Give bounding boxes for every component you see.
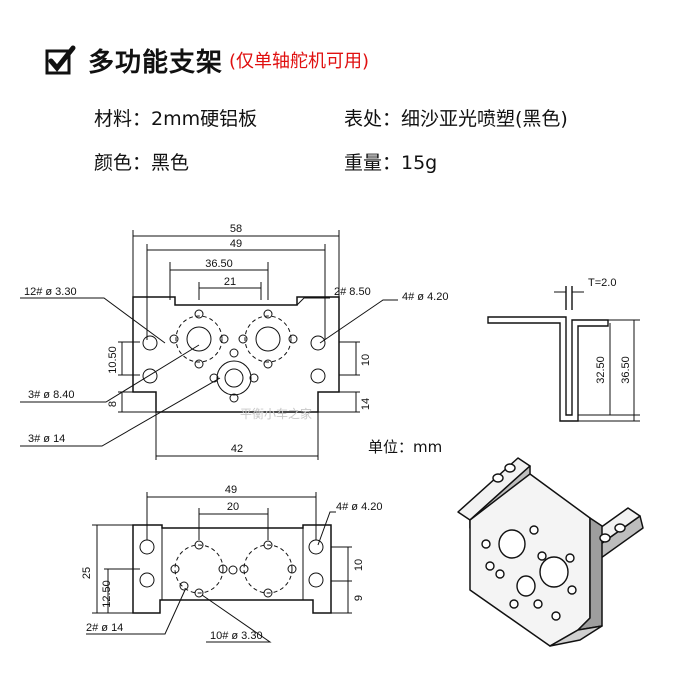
dim-8: 8	[107, 401, 119, 407]
hole-label-12: 12# ø 3.30	[24, 286, 77, 298]
thickness-label: T=2.0	[588, 277, 616, 289]
unit-label: 单位：mm	[368, 438, 443, 456]
dim-36-50: 36.50	[205, 258, 233, 270]
page-title: 多功能支架	[88, 47, 224, 78]
dim-58: 58	[230, 223, 242, 235]
hole-label-10-330: 10# ø 3.30	[210, 630, 263, 642]
dim-36-50-side: 36.50	[620, 356, 632, 384]
dim-49-bottom: 49	[225, 484, 237, 496]
dim-12-50: 12.50	[101, 580, 113, 608]
dim-25: 25	[81, 567, 93, 579]
dim-10-bottom: 10	[353, 559, 365, 571]
checkmark-icon	[44, 45, 76, 75]
spec-surface: 表处：细沙亚光喷塑(黑色)	[344, 108, 568, 130]
title-row: 多功能支架 (仅单轴舵机可用)	[44, 40, 369, 80]
dim-42: 42	[231, 443, 243, 455]
spec-color: 颜色：黑色	[94, 152, 190, 174]
hole-label-3-840: 3# ø 8.40	[28, 389, 74, 401]
hole-label-3-14: 3# ø 14	[28, 433, 65, 445]
hole-label-4-420-bottom: 4# ø 4.20	[336, 501, 382, 513]
bottom-view-drawing: 49 20 25 12.50 10 9 4# ø 4.20 2# ø 14 10…	[81, 484, 382, 643]
spec-weight: 重量：15g	[344, 152, 438, 174]
spec-material: 材料：2mm硬铝板	[94, 108, 258, 130]
dim-10: 10	[360, 354, 372, 366]
dim-20: 20	[227, 501, 239, 513]
dim-10-50: 10.50	[107, 346, 119, 374]
dim-14: 14	[360, 398, 372, 410]
bracket-3d-illustration	[457, 457, 644, 647]
side-view-drawing: T=2.0 32.50 36.50	[487, 277, 640, 422]
watermark-text: 平衡小车之家	[240, 406, 312, 421]
hole-label-2-14: 2# ø 14	[86, 622, 123, 634]
hole-label-4-420: 4# ø 4.20	[402, 291, 448, 303]
dim-49: 49	[230, 238, 242, 250]
front-view-drawing: 58 49 36.50 21 42 10.50 8 10 14 12# ø 3.…	[20, 223, 448, 460]
hole-label-2-850: 2# 8.50	[334, 286, 371, 298]
dim-32-50: 32.50	[595, 356, 607, 384]
page-subtitle: (仅单轴舵机可用)	[229, 51, 370, 72]
dim-9: 9	[353, 595, 365, 601]
dim-21: 21	[224, 276, 236, 288]
